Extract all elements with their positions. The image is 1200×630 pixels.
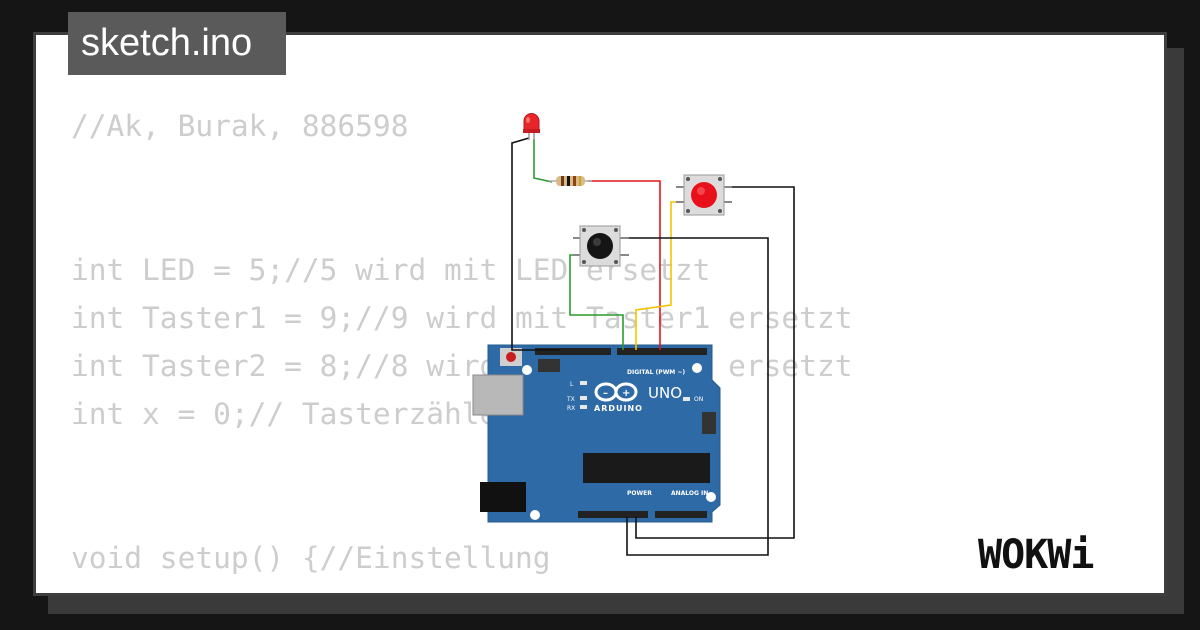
wire-button-black-pin8 [569, 254, 624, 350]
wire-button-red-gnd [635, 186, 795, 539]
svg-text:–: – [603, 388, 608, 399]
power-label: POWER [627, 490, 652, 497]
code-line: //Ak, Burak, 886598 [71, 109, 409, 143]
preview-card: //Ak, Burak, 886598 int LED = 5;//5 wird … [33, 32, 1167, 596]
analog-label: ANALOG IN [671, 490, 708, 497]
code-line: void setup() {//Einstellung [71, 541, 551, 575]
board-model: UNO [648, 384, 682, 402]
wokwi-logo-text: WOKWi [978, 532, 1093, 578]
digital-header-left [535, 348, 611, 355]
pushbutton-black [573, 225, 629, 267]
arduino-infinity-icon [594, 382, 638, 402]
analog-header [655, 511, 707, 518]
code-background: //Ak, Burak, 886598 int LED = 5;//5 wird … [71, 102, 853, 593]
resistor [549, 176, 592, 186]
pushbutton-red [676, 174, 732, 216]
power-header [578, 511, 648, 518]
rx-label: RX [567, 405, 575, 412]
arduino-uno-board: L TX RX ON – + UNO ARDUINO DIGITAL (PWM … [472, 344, 721, 523]
on-label: ON [694, 396, 703, 403]
digital-label: DIGITAL (PWM ~) [627, 369, 685, 376]
wire-button-red-pin9 [635, 201, 684, 350]
usb-connector [472, 374, 524, 416]
tx-label: TX [566, 396, 575, 403]
wire-resistor-pin5 [588, 180, 661, 350]
red-led [523, 113, 540, 140]
microcontroller-chip [583, 453, 710, 483]
board-brand: ARDUINO [594, 404, 643, 413]
code-line: int LED = 5;//5 wird mit LED ersetzt [71, 253, 711, 287]
wire-led-resistor [533, 139, 553, 183]
code-line: int Taster1 = 9;//9 wird mit Taster1 ers… [71, 301, 853, 335]
wire-button-black-gnd [622, 237, 769, 556]
svg-text:+: + [622, 388, 630, 399]
l-label: L [570, 381, 574, 388]
code-line: pinMode(LED, OUTPUT);//LED als Ausgang [71, 582, 852, 593]
sketch-title: sketch.ino [68, 12, 286, 75]
digital-header-right [617, 348, 707, 355]
power-jack [480, 482, 526, 512]
wire-led-gnd [511, 137, 560, 351]
wokwi-logo: WOKWi [978, 532, 1094, 578]
